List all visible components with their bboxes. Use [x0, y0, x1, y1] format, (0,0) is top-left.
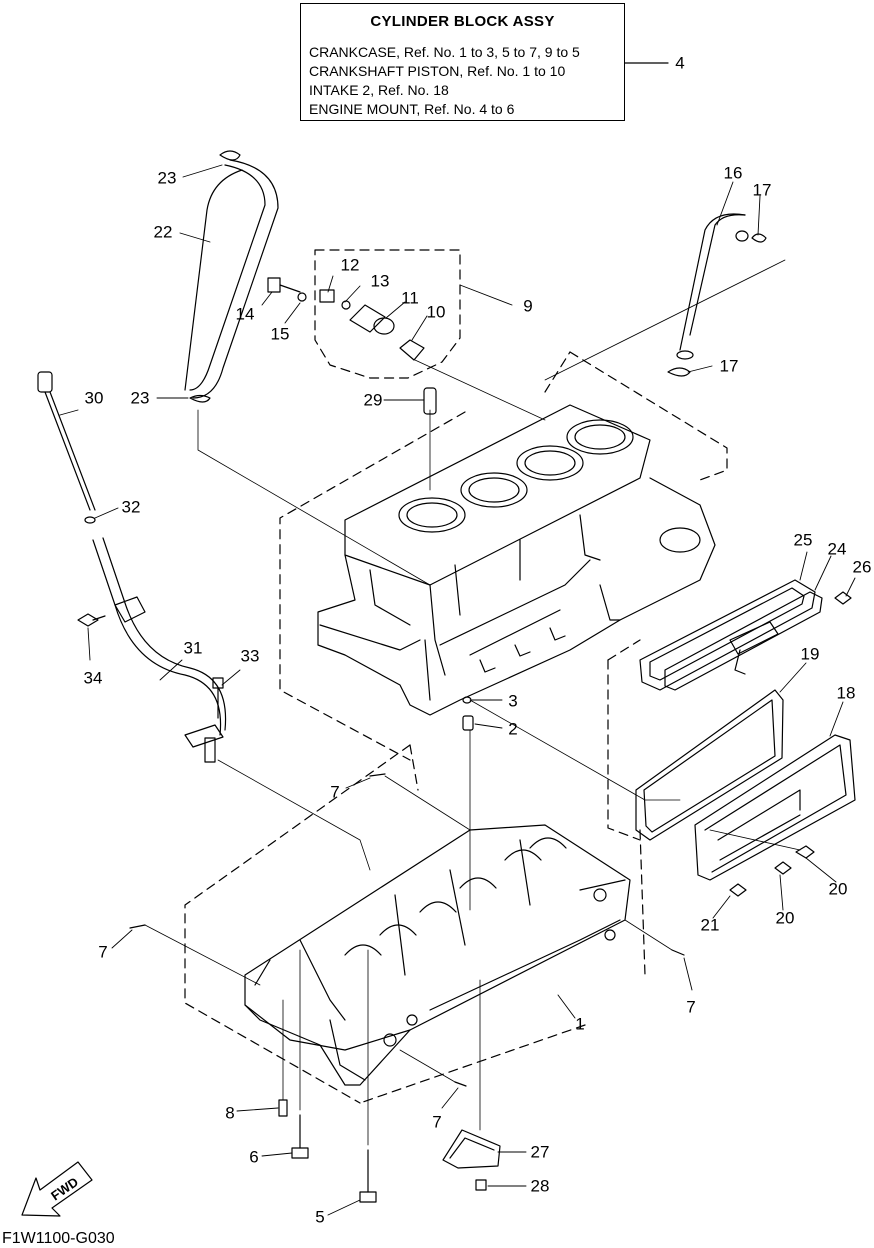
- bolt-5: [359, 1149, 377, 1203]
- crankcase: [244, 824, 631, 1086]
- group-outline-crankcase: [184, 744, 646, 1104]
- callout-10: 10: [426, 302, 446, 322]
- gasket-19: [635, 689, 784, 841]
- callout-7a: 7: [330, 782, 340, 802]
- callout-18: 18: [836, 683, 856, 703]
- dipstick-30: [37, 371, 96, 511]
- callout-17b: 17: [719, 356, 739, 376]
- group-outline-intake: [607, 639, 641, 841]
- pin-8: [278, 1099, 288, 1117]
- callout-2: 2: [508, 719, 518, 739]
- callout-17a: 17: [752, 180, 772, 200]
- callout-9: 9: [523, 296, 533, 316]
- callout-11: 11: [401, 288, 419, 308]
- hose-22: [184, 159, 279, 399]
- callout-7b: 7: [98, 942, 108, 962]
- callout-7c: 7: [686, 997, 696, 1017]
- callout-4: 4: [675, 53, 685, 73]
- pins-7: [129, 773, 685, 1087]
- callout-13: 13: [370, 271, 390, 291]
- bolt-33: [212, 677, 224, 719]
- guide-tube-31: [92, 537, 227, 763]
- callout-31: 31: [183, 638, 203, 658]
- cylinder-block: [317, 404, 716, 716]
- drawing-code: F1W1100-G030: [2, 1230, 115, 1247]
- callout-23b: 23: [130, 388, 150, 408]
- callout-19: 19: [800, 644, 820, 664]
- o-ring-3: [462, 696, 472, 704]
- assembly-lines: [144, 259, 801, 1146]
- callout-20a: 20: [828, 879, 848, 899]
- callout-12: 12: [340, 255, 360, 275]
- callout-30: 30: [84, 388, 104, 408]
- callout-8: 8: [225, 1103, 235, 1123]
- callout-29: 29: [363, 390, 383, 410]
- title-line-3: INTAKE 2, Ref. No. 18: [309, 82, 449, 98]
- callout-1: 1: [575, 1014, 585, 1034]
- title-line-4: ENGINE MOUNT, Ref. No. 4 to 6: [309, 101, 515, 117]
- title-heading: CYLINDER BLOCK ASSY: [370, 13, 555, 30]
- callout-24: 24: [827, 539, 847, 559]
- bolt-34: [77, 613, 106, 627]
- title-box: CYLINDER BLOCK ASSY CRANKCASE, Ref. No. …: [300, 3, 625, 121]
- title-line-2: CRANKSHAFT PISTON, Ref. No. 1 to 10: [309, 63, 566, 79]
- dowel-2: [462, 715, 474, 731]
- callout-23a: 23: [157, 168, 177, 188]
- callout-15: 15: [270, 324, 290, 344]
- callout-33: 33: [240, 646, 260, 666]
- callout-6: 6: [249, 1147, 259, 1167]
- cover-18: [694, 734, 856, 881]
- callout-7d: 7: [432, 1112, 442, 1132]
- callout-32: 32: [121, 497, 141, 517]
- callout-3: 3: [508, 691, 518, 711]
- intake-gasket-25: [639, 579, 816, 691]
- fwd-arrow-icon: [21, 1161, 93, 1217]
- callout-21: 21: [700, 915, 720, 935]
- bolt-26: [834, 591, 852, 605]
- bracket-27: [442, 1129, 501, 1169]
- intake-pipe-24: [664, 591, 823, 691]
- bolt-6: [291, 1114, 309, 1159]
- bolt-28: [475, 1179, 487, 1191]
- leader-lines: [59, 164, 856, 1216]
- hose-16: [676, 213, 749, 360]
- callout-22: 22: [153, 222, 173, 242]
- callout-14: 14: [235, 304, 255, 324]
- callout-26: 26: [852, 557, 872, 577]
- title-line-1: CRANKCASE, Ref. No. 1 to 3, 5 to 7, 9 to…: [309, 44, 580, 60]
- group-outline-9: [314, 249, 461, 379]
- bolts-20-21: [729, 845, 815, 897]
- clip-parts: [189, 150, 767, 403]
- callout-25: 25: [793, 530, 813, 550]
- callout-28: 28: [530, 1176, 550, 1196]
- group-outline-cylinder: [279, 351, 728, 761]
- callout-27: 27: [530, 1142, 550, 1162]
- callout-34: 34: [83, 668, 103, 688]
- callout-5: 5: [315, 1207, 325, 1227]
- parts-10-15: [267, 277, 425, 361]
- callout-20b: 20: [775, 908, 795, 928]
- o-ring-32: [84, 516, 96, 524]
- callout-16: 16: [723, 163, 743, 183]
